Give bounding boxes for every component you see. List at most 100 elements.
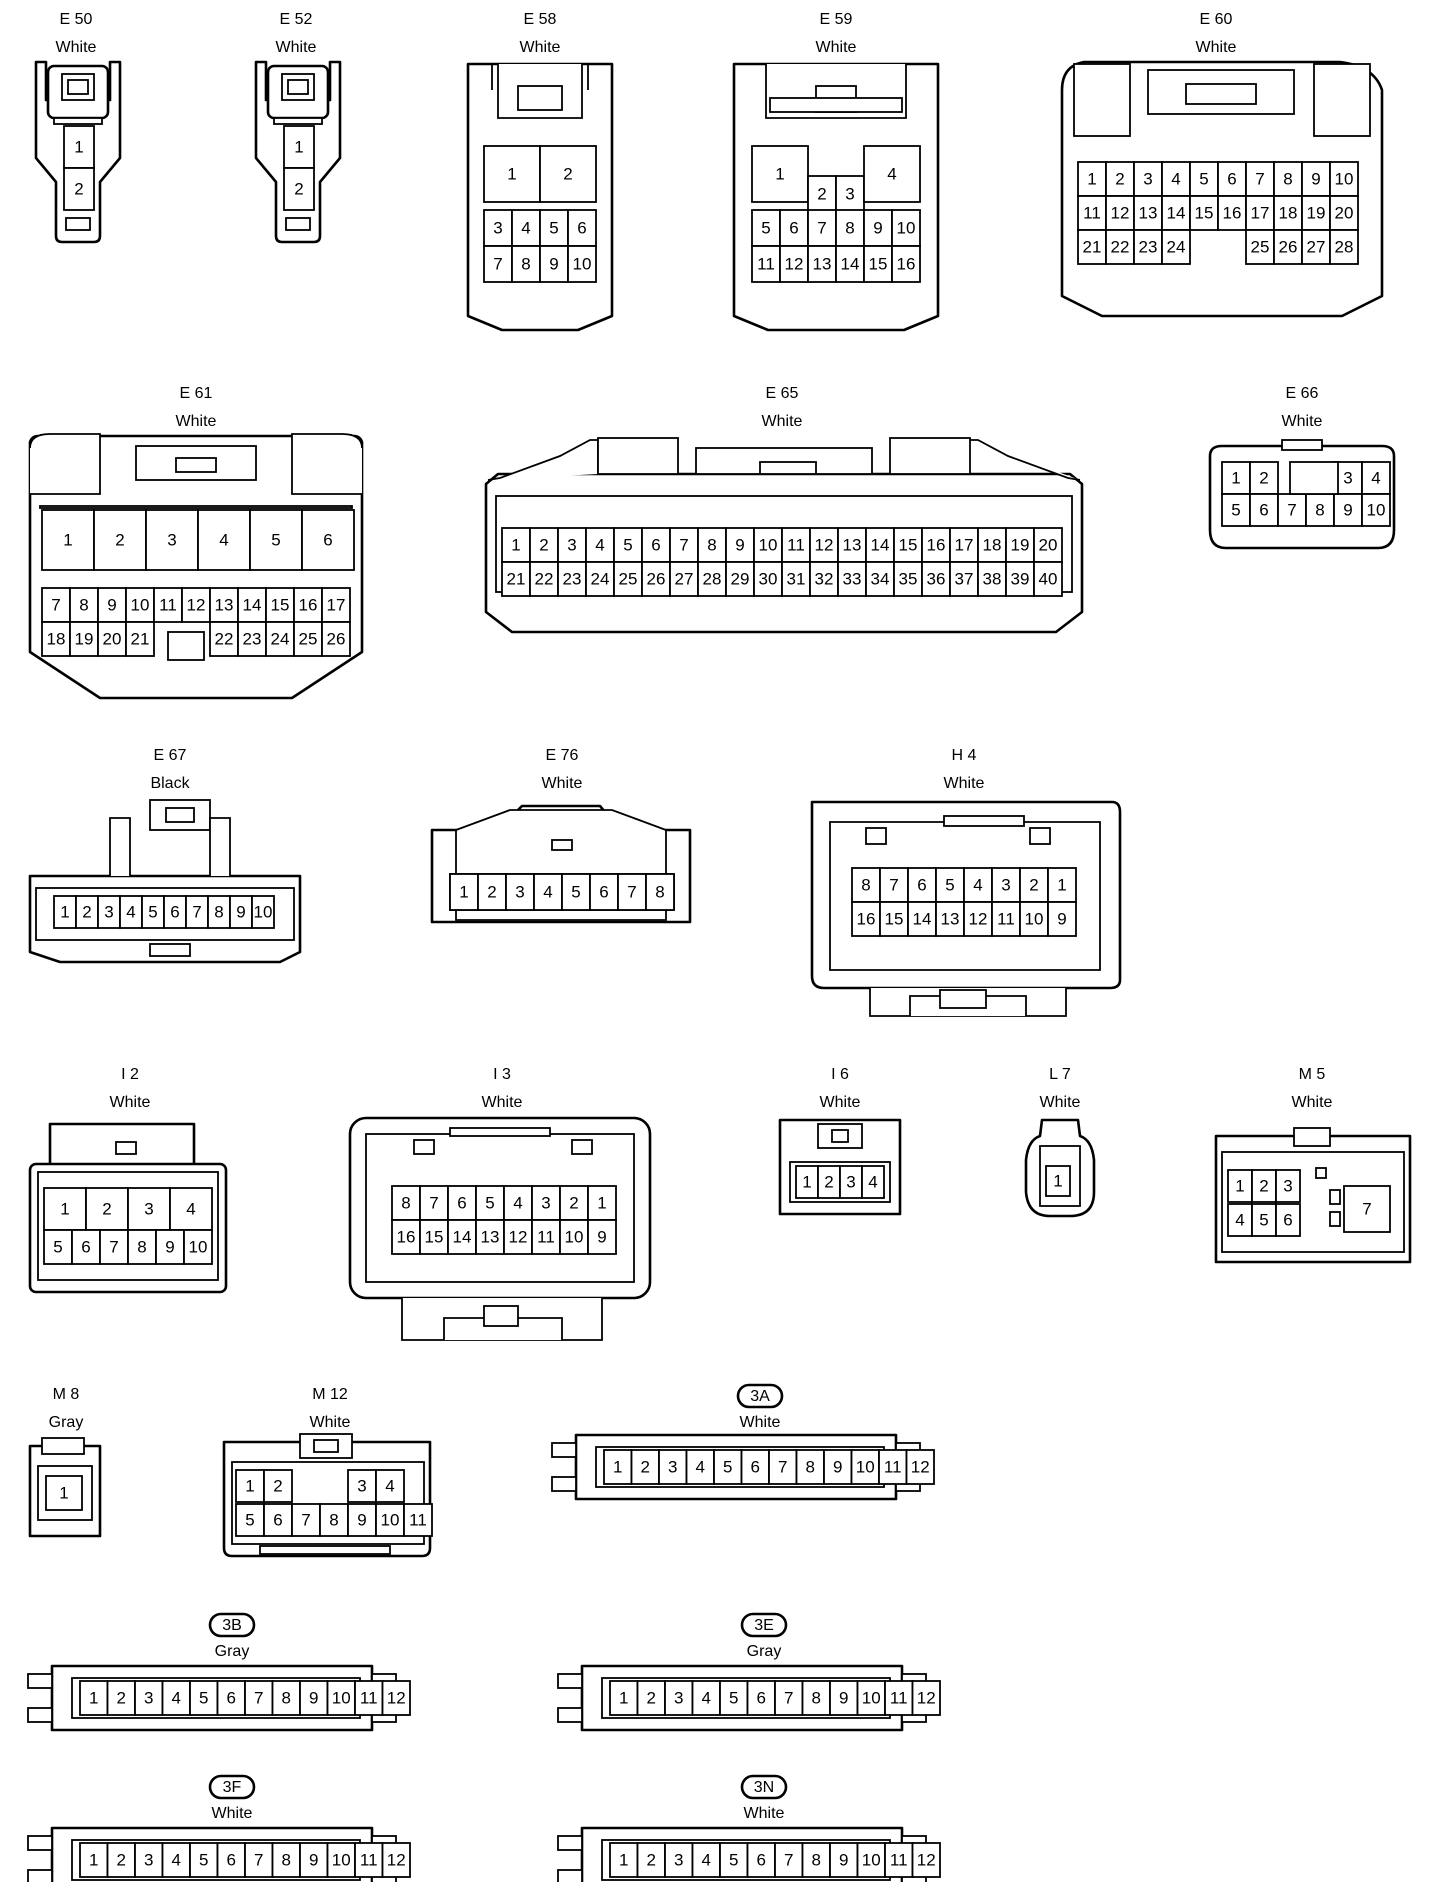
pin-cell — [1033, 527, 1063, 563]
connector-color: White — [212, 1805, 253, 1822]
pin-number: 35 — [899, 570, 918, 589]
pin-number: 10 — [131, 596, 150, 615]
connector-color: White — [740, 1414, 781, 1431]
pin-cell — [209, 621, 239, 657]
housing-part — [53, 117, 103, 125]
pin-cell — [529, 527, 559, 563]
housing-part — [413, 1139, 435, 1155]
pin-cell — [850, 1449, 880, 1485]
pin-number: 6 — [757, 1689, 766, 1708]
pin-cell — [69, 587, 99, 623]
pin-cell — [1251, 1169, 1277, 1203]
pin-number: 6 — [170, 903, 179, 922]
housing-outline — [109, 817, 131, 876]
pin-cell — [251, 895, 275, 929]
pin-cell — [419, 1219, 449, 1255]
pin-number: 6 — [917, 876, 926, 895]
pin-cell — [1305, 493, 1335, 527]
pin-cell — [907, 867, 937, 903]
pin-cell — [321, 621, 351, 657]
housing-part — [557, 1707, 583, 1723]
pin-cell — [1033, 561, 1063, 597]
connector-code: E 67 — [154, 747, 187, 764]
pin-cell — [1275, 1169, 1301, 1203]
housing-part — [259, 1545, 391, 1555]
pin-cell — [905, 1449, 935, 1485]
housing-part — [1293, 1127, 1331, 1147]
pin-number: 14 — [243, 596, 262, 615]
pin-number: 6 — [789, 219, 798, 238]
pin-cell — [837, 561, 867, 597]
pin-cell — [774, 1842, 804, 1878]
pin-number: 8 — [861, 876, 870, 895]
pin-cell — [1249, 493, 1279, 527]
pin-number: 1 — [1235, 1177, 1244, 1196]
pin-number: 28 — [1335, 238, 1354, 257]
housing-part — [313, 1439, 339, 1453]
connector-code: 3E — [754, 1617, 774, 1634]
housing-part — [27, 1707, 53, 1723]
pin-number: 23 — [563, 570, 582, 589]
pin-cell — [861, 1165, 885, 1199]
connector-code: E 66 — [1286, 385, 1319, 402]
pin-number: 11 — [757, 255, 775, 274]
pin-number: 4 — [126, 903, 135, 922]
pin-number: 8 — [1315, 501, 1324, 520]
pin-number: 18 — [983, 536, 1002, 555]
housing-part — [865, 827, 887, 845]
connector-color: White — [1040, 1094, 1081, 1111]
pin-number: 7 — [627, 883, 636, 902]
pin-number: 1 — [60, 1200, 69, 1219]
pin-number: 4 — [172, 1851, 181, 1870]
pin-number: 27 — [1307, 238, 1326, 257]
pin-number: 12 — [969, 910, 988, 929]
pin-number: 12 — [917, 1851, 936, 1870]
pin-cell — [93, 509, 147, 571]
pin-number: 27 — [675, 570, 694, 589]
pin-number: 10 — [189, 1238, 208, 1257]
housing-part — [273, 117, 323, 125]
pin-number: 7 — [817, 219, 826, 238]
pin-number: 10 — [862, 1689, 881, 1708]
pin-number: 21 — [507, 570, 526, 589]
pin-cell — [1273, 161, 1303, 197]
pin-number: 2 — [74, 180, 83, 199]
housing-part — [65, 217, 91, 231]
pin-cell — [1301, 229, 1331, 265]
pin-cell — [391, 1219, 421, 1255]
pin-cell — [97, 621, 127, 657]
pin-number: 6 — [599, 883, 608, 902]
pin-cell — [354, 1842, 384, 1878]
pin-cell — [609, 1680, 639, 1716]
pin-cell — [587, 1185, 617, 1221]
housing-part — [1313, 63, 1371, 137]
pin-cell — [41, 509, 95, 571]
pin-number: 17 — [327, 596, 346, 615]
pin-number: 2 — [539, 536, 548, 555]
pin-number: 2 — [273, 1477, 282, 1496]
connector-color: Gray — [49, 1414, 84, 1431]
pin-number: 11 — [890, 1851, 908, 1870]
pin-number: 8 — [812, 1851, 821, 1870]
pin-number: 9 — [839, 1689, 848, 1708]
housing-outline — [29, 433, 101, 495]
pin-cell — [561, 873, 591, 911]
pin-number: 13 — [941, 910, 960, 929]
pin-number: 3 — [846, 1173, 855, 1192]
pin-cell — [863, 145, 921, 203]
pin-cell — [97, 587, 127, 623]
housing-part — [557, 1673, 583, 1689]
pin-number: 19 — [1307, 204, 1326, 223]
connector-color: Gray — [747, 1643, 782, 1660]
pin-number: 8 — [137, 1238, 146, 1257]
connector-code-badge — [740, 1774, 788, 1800]
connector-code: 3B — [222, 1617, 242, 1634]
pin-number: 10 — [573, 255, 592, 274]
housing-part — [517, 85, 563, 111]
pin-number: 13 — [813, 255, 832, 274]
